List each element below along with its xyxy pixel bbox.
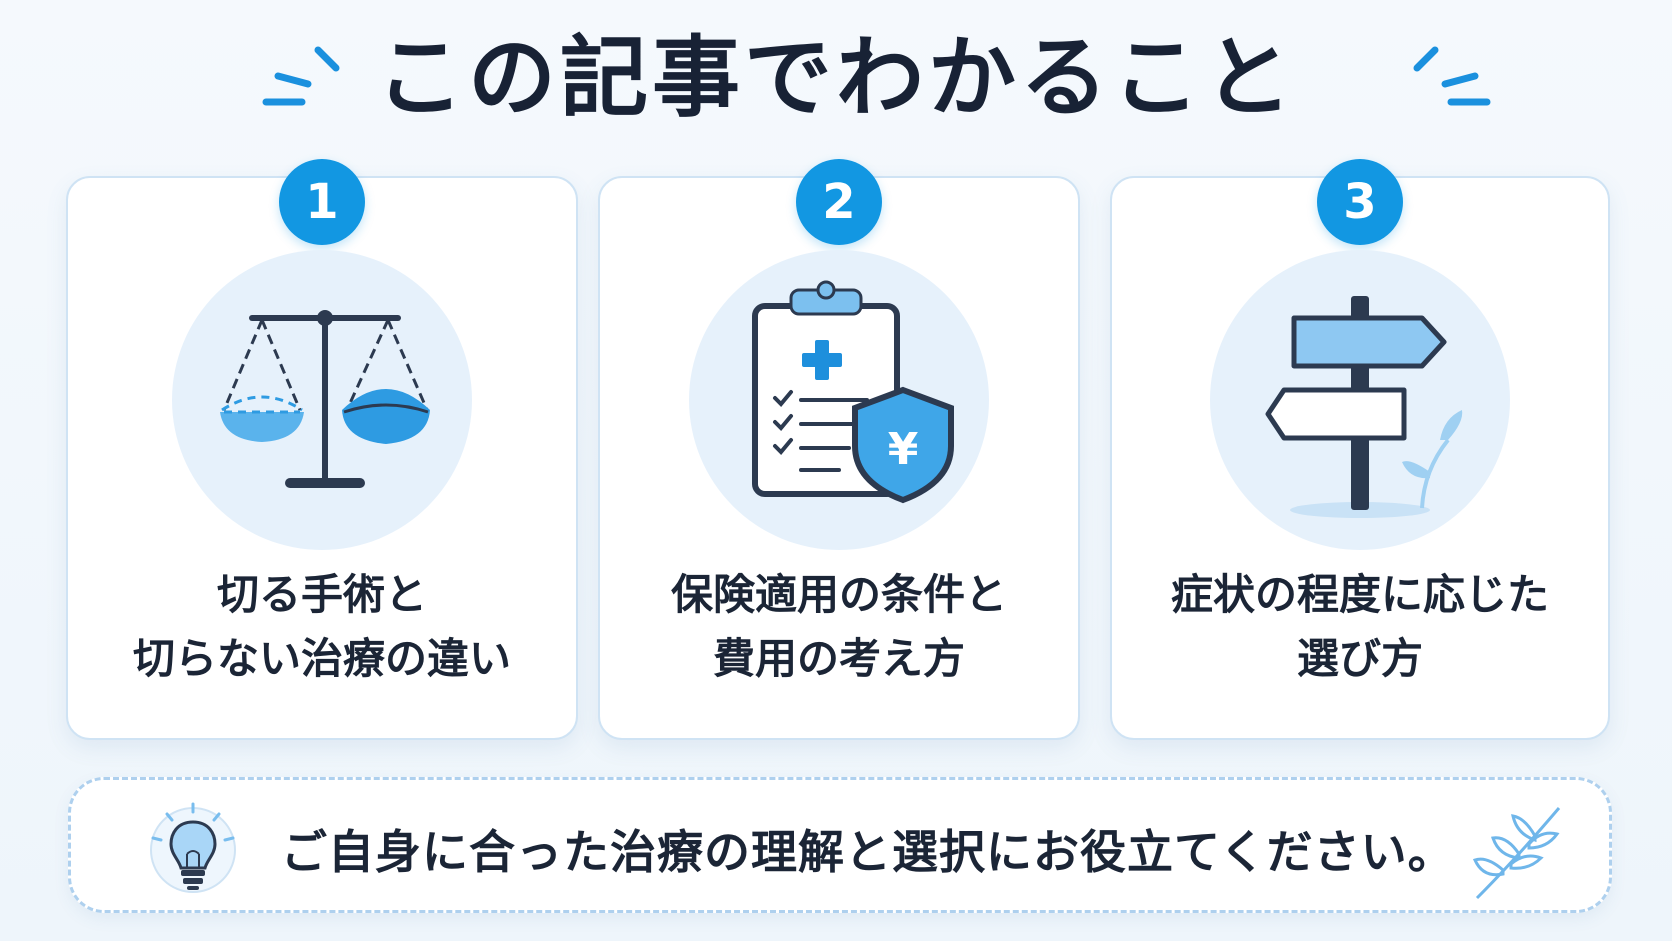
balance-scale-icon [220,310,430,488]
card-1-description: 切る手術と 切らない治療の違い [88,563,556,691]
lightbulb-icon [150,802,236,893]
clipboard-shield-yen-icon: ¥ [752,280,954,504]
summary-banner: ご自身に合った治療の理解と選択にお役立てください。 [68,777,1612,913]
card-1-line-1: 切る手術と [216,570,427,619]
right-sparks-icon [1413,46,1491,106]
card-1-number-badge: 1 [279,159,365,245]
left-sparks-icon [262,46,340,106]
card-2-line-1: 保険適用の条件と [670,570,1007,619]
card-3-description: 症状の程度に応じた 選び方 [1132,563,1588,691]
card-2-icon-circle: ¥ [689,250,989,550]
signpost-icon [1265,296,1463,518]
card-3-number-badge: 3 [1317,159,1403,245]
page-title: この記事でわかること [375,26,1296,129]
card-1: 1 切る手術と 切らない治療の違い [66,159,578,740]
card-2-line-2: 費用の考え方 [712,634,965,683]
card-2-description: 保険適用の条件と 費用の考え方 [620,563,1058,691]
yen-symbol: ¥ [888,424,919,475]
card-3-line-1: 症状の程度に応じた [1170,570,1549,619]
card-3-line-2: 選び方 [1296,634,1423,683]
card-1-icon-circle [172,250,472,550]
card-2: 2 ¥ 保険適用の条件と [598,159,1080,740]
card-3-icon-circle [1210,250,1510,550]
card-2-number-badge: 2 [796,159,882,245]
card-1-line-2: 切らない治療の違い [132,634,511,683]
summary-text: ご自身に合った治療の理解と選択にお役立てください。 [281,825,1455,879]
leaf-branch-icon [1472,807,1561,900]
card-3: 3 症状の程度に応じた 選び方 [1110,159,1610,740]
